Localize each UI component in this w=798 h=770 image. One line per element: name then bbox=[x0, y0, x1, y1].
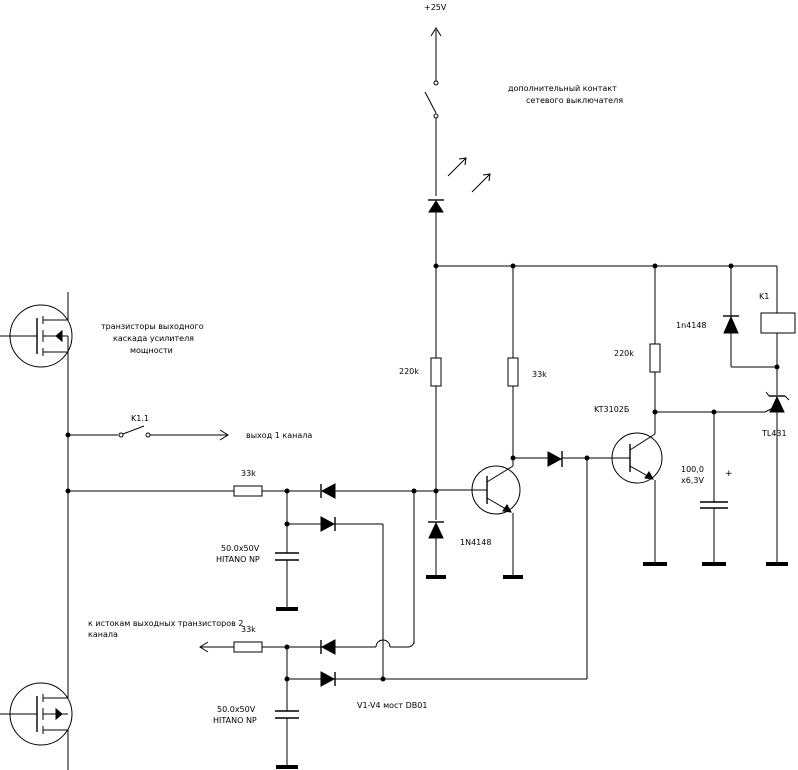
diode-1n4148-bottom-label: 1N4148 bbox=[460, 538, 491, 547]
resistor-33k-top bbox=[65, 485, 320, 497]
capacitor-np-1 bbox=[275, 524, 299, 611]
diode-1n4148-right-label: 1n4148 bbox=[676, 321, 707, 330]
capacitor-100uf bbox=[700, 412, 728, 566]
r-33k-mid-label: 33k bbox=[532, 370, 547, 379]
cap1-label-1: 50.0x50V bbox=[221, 544, 260, 553]
drains-ch2-label-2: канала bbox=[88, 630, 118, 639]
k1-1-contact bbox=[65, 425, 229, 441]
r-33k-top-label: 33k bbox=[241, 469, 256, 478]
diode-1n4148-bottom bbox=[426, 521, 446, 579]
transistor-q1 bbox=[436, 458, 523, 579]
relay-diode bbox=[723, 266, 780, 370]
r-220k-left-label: 220k bbox=[399, 367, 419, 376]
output-ch1-label: выход 1 канала bbox=[246, 431, 312, 440]
extra-contact-label-1: дополнительный контакт bbox=[508, 84, 617, 93]
resistor-220k-left bbox=[430, 266, 442, 520]
cap2-label-2: HITANO NP bbox=[213, 716, 257, 725]
mosfet-bottom bbox=[0, 680, 73, 770]
tl431-label: TL431 bbox=[761, 429, 787, 438]
resistor-33k-bottom bbox=[199, 641, 321, 653]
transistor-q2 bbox=[611, 412, 667, 566]
bridge-diode-v2 bbox=[284, 491, 384, 678]
bridge-diode-v4 bbox=[284, 458, 588, 687]
q2-collector-line bbox=[655, 409, 765, 415]
relay-coil-k1 bbox=[760, 266, 796, 395]
cap-value-2: x6,3V bbox=[681, 476, 704, 485]
bridge-label: V1-V4 мост DB01 bbox=[357, 701, 427, 710]
r-220k-right-label: 220k bbox=[614, 349, 634, 358]
resistor-33k-mid bbox=[507, 266, 519, 461]
transistors-label-2: каскада усилителя bbox=[113, 334, 194, 343]
tl431-regulator bbox=[764, 391, 790, 566]
led-indicator bbox=[428, 157, 491, 266]
extra-contact-label-2: сетевого выключателя bbox=[526, 96, 623, 105]
cap-plus: + bbox=[725, 469, 733, 479]
k1-1-label: K1.1 bbox=[131, 414, 149, 423]
mosfet-top bbox=[0, 292, 73, 680]
relay-label: K1 bbox=[759, 292, 769, 301]
cap-value-1: 100,0 bbox=[681, 465, 704, 474]
diode-q1-q2 bbox=[513, 451, 630, 467]
power-switch-contact bbox=[424, 91, 439, 196]
transistors-label-3: мощности bbox=[130, 346, 173, 355]
cap1-label-2: HITANO NP bbox=[216, 555, 260, 564]
transistors-label-1: транзисторы выходного bbox=[101, 322, 204, 331]
cap2-label-1: 50.0x50V bbox=[217, 705, 256, 714]
r-33k-bottom-label: 33k bbox=[241, 625, 256, 634]
top-rail bbox=[433, 263, 777, 269]
resistor-220k-right bbox=[649, 266, 661, 415]
drains-ch2-label-1: к истокам выходных транзисторов 2 bbox=[88, 619, 243, 628]
supply-rail bbox=[430, 27, 442, 86]
bridge-diode-v1 bbox=[320, 483, 439, 499]
bridge-diode-v3 bbox=[320, 639, 415, 655]
transistor-label: KT3102Б bbox=[594, 405, 629, 414]
capacitor-np-2 bbox=[275, 679, 299, 769]
supply-label: +25V bbox=[424, 3, 447, 12]
